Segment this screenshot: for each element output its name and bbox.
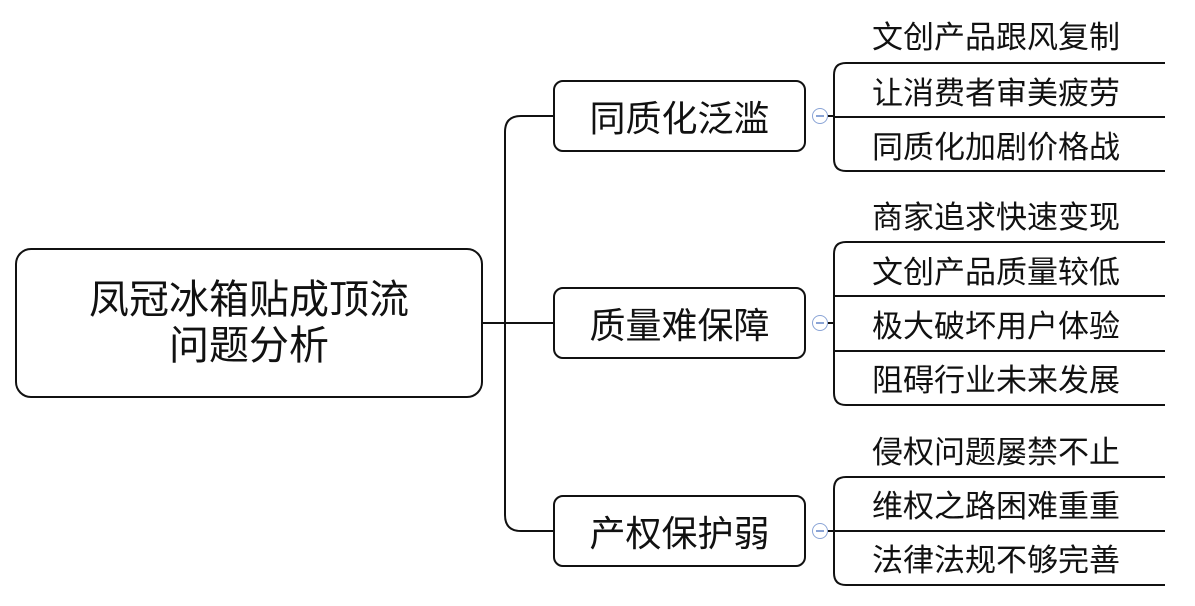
leaf-item[interactable]: 维权之路困难重重 xyxy=(872,489,1120,525)
branch-node-1[interactable]: 同质化泛滥 xyxy=(553,80,806,152)
leaf-item[interactable]: 文创产品跟风复制 xyxy=(872,20,1120,56)
branch-label: 同质化泛滥 xyxy=(589,99,770,140)
collapse-minus-icon[interactable] xyxy=(812,108,828,124)
bracket-branch-2 xyxy=(833,241,1165,406)
leaf-item[interactable]: 侵权问题屡禁不止 xyxy=(872,435,1120,471)
branch-label: 产权保护弱 xyxy=(589,514,770,555)
collapse-minus-icon[interactable] xyxy=(812,523,828,539)
leaf-item[interactable]: 同质化加剧价格战 xyxy=(872,130,1120,166)
branch-node-2[interactable]: 质量难保障 xyxy=(553,287,806,359)
collapse-minus-icon[interactable] xyxy=(812,315,828,331)
root-title-line2: 问题分析 xyxy=(169,323,329,369)
leaf-item[interactable]: 商家追求快速变现 xyxy=(872,200,1120,236)
branch-label: 质量难保障 xyxy=(589,306,770,347)
leaf-item[interactable]: 极大破坏用户体验 xyxy=(872,309,1120,345)
leaf-item[interactable]: 文创产品质量较低 xyxy=(872,255,1120,291)
leaf-item[interactable]: 让消费者审美疲劳 xyxy=(872,76,1120,112)
branch-node-3[interactable]: 产权保护弱 xyxy=(553,495,806,567)
root-node[interactable]: 凤冠冰箱贴成顶流 问题分析 xyxy=(15,248,483,398)
leaf-item[interactable]: 法律法规不够完善 xyxy=(872,543,1120,579)
root-title-line1: 凤冠冰箱贴成顶流 xyxy=(89,277,409,323)
leaf-item[interactable]: 阻碍行业未来发展 xyxy=(872,363,1120,399)
